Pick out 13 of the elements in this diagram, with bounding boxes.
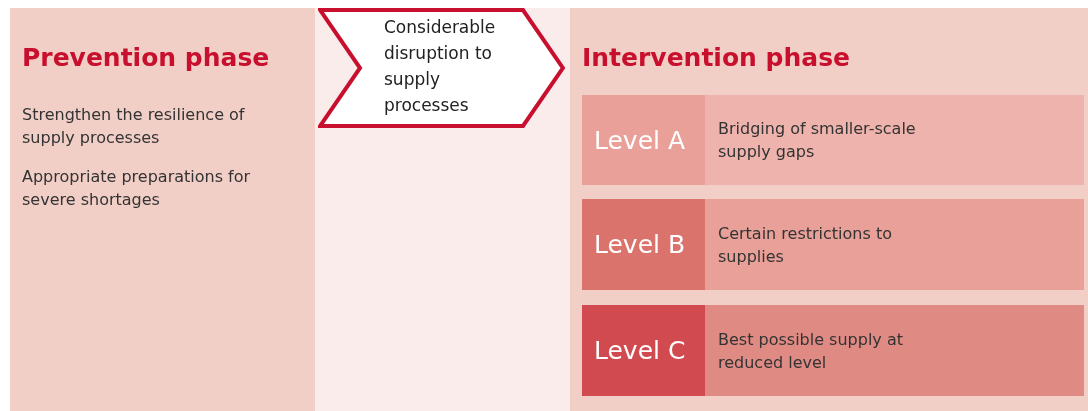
phase-panel: [570, 8, 1088, 411]
phase-panel: [10, 8, 315, 411]
level-cell: Level C: [582, 305, 705, 396]
level-description: Best possible supply at reduced level: [705, 305, 1084, 396]
level-description: Bridging of smaller-scale supply gaps: [705, 95, 1084, 185]
chevron-text: Considerable disruption to supply processes: [384, 16, 497, 117]
description-text: Appropriate preparations for severe shortages: [22, 166, 252, 211]
phase-heading: Intervention phase: [582, 43, 850, 72]
description-text: Strengthen the resilience of supply processes: [22, 104, 246, 149]
level-description: Certain restrictions to supplies: [705, 199, 1084, 290]
level-cell: Level B: [582, 199, 705, 290]
level-cell: Level A: [582, 95, 705, 185]
phase-heading: Prevention phase: [22, 43, 270, 72]
